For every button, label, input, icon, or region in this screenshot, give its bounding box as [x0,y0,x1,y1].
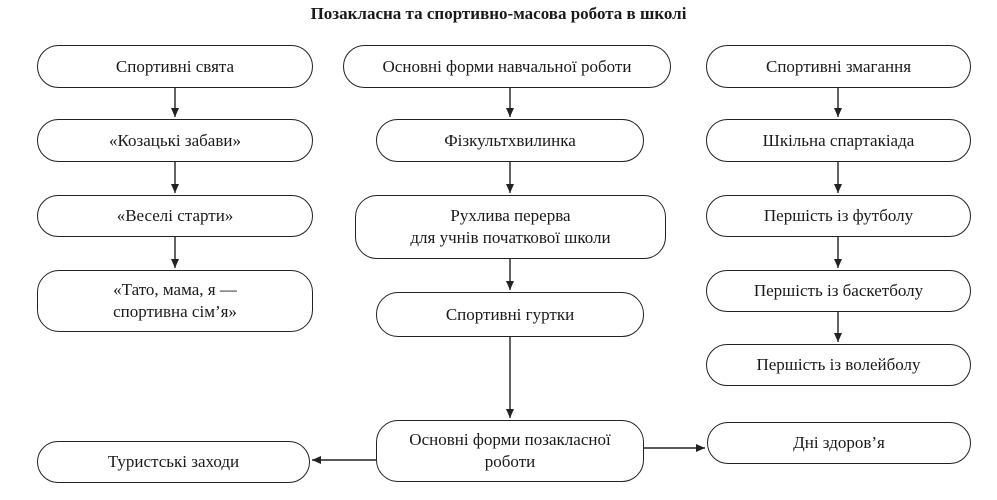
node-football-championship: Першість із футболу [706,195,971,237]
node-main-forms-learning: Основні форми навчальної роботи [343,45,671,88]
node-main-forms-extracurricular: Основні форми позакласної роботи [376,420,644,482]
node-basketball-championship: Першість із баскетболу [706,270,971,312]
node-tourism-events: Туристські заходи [37,441,310,483]
node-dad-mom-me: «Тато, мама, я — спортивна сім’я» [37,270,313,332]
node-sports-clubs: Спортивні гуртки [376,292,644,337]
node-volleyball-championship: Першість із волейболу [706,344,971,386]
diagram-title: Позакласна та спортивно-масова робота в … [310,4,687,23]
node-physical-minute: Фізкультхвилинка [376,119,644,162]
node-fun-starts: «Веселі старти» [37,195,313,237]
node-sports-competitions: Спортивні змагання [706,45,971,88]
node-active-break: Рухлива перерва для учнів початкової шко… [355,195,666,259]
node-health-days: Дні здоров’я [707,422,971,464]
node-cossack-games: «Козацькі забави» [37,119,313,162]
node-school-spartakiad: Шкільна спартакіада [706,119,971,162]
node-sports-holidays: Спортивні свята [37,45,313,88]
